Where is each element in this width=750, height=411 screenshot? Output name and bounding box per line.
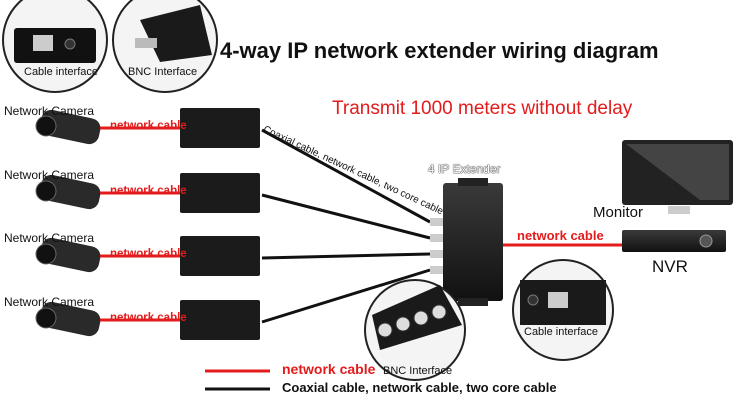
legend-network-cable: network cable bbox=[282, 361, 376, 377]
page-title: 4-way IP network extender wiring diagram bbox=[220, 38, 659, 63]
camera-lens bbox=[35, 307, 57, 329]
coax-cable bbox=[261, 128, 431, 224]
network-cable-label: network cable bbox=[110, 248, 187, 260]
camera-lens bbox=[35, 180, 57, 202]
extender-label: 4 IP Extender bbox=[428, 162, 501, 176]
monitor-icon bbox=[622, 140, 733, 214]
bnc-interface-inset-bottom bbox=[364, 279, 466, 381]
camera-label: Network Camera bbox=[4, 231, 95, 245]
camera-label: Network Camera bbox=[4, 168, 95, 182]
network-cable-label: network cable bbox=[110, 120, 187, 132]
network-cable-label: network cable bbox=[110, 185, 187, 197]
monitor-label: Monitor bbox=[593, 204, 644, 221]
camera-icon bbox=[40, 109, 101, 145]
cable-interface-label-bottom: Cable interface bbox=[524, 326, 598, 338]
coax-cable bbox=[261, 268, 431, 324]
legend-coax-cable: Coaxial cable, network cable, two core c… bbox=[282, 380, 557, 395]
camera-lens bbox=[35, 115, 57, 137]
bnc-interface-label-top: BNC Interface bbox=[128, 66, 198, 78]
camera-icon bbox=[40, 237, 101, 273]
camera-icon bbox=[40, 174, 101, 210]
cable-interface-label-top: Cable interface bbox=[24, 66, 98, 78]
cable-interface-inset-bottom bbox=[512, 259, 614, 361]
extender-network-cable-label: network cable bbox=[517, 228, 604, 243]
nvr-icon bbox=[622, 230, 726, 252]
network-cable-label: network cable bbox=[110, 312, 187, 324]
bnc-interface-inset-top bbox=[112, 0, 218, 93]
nvr-label: NVR bbox=[652, 257, 688, 276]
camera-lens bbox=[35, 243, 57, 265]
cable-interface-inset-top bbox=[2, 0, 108, 93]
camera-rows bbox=[35, 108, 431, 340]
ip-extender-unit bbox=[180, 236, 260, 276]
camera-label: Network Camera bbox=[4, 295, 95, 309]
4-ip-extender-device bbox=[430, 178, 503, 306]
ip-extender-unit bbox=[180, 108, 260, 148]
ip-extender-unit bbox=[180, 300, 260, 340]
coax-cable bbox=[261, 193, 431, 240]
camera-label: Network Camera bbox=[4, 104, 95, 118]
bnc-interface-label-bottom: BNC Interface bbox=[383, 365, 453, 377]
coax-cable bbox=[261, 252, 431, 260]
subtitle: Transmit 1000 meters without delay bbox=[332, 98, 633, 119]
camera-icon bbox=[40, 301, 101, 337]
ip-extender-unit bbox=[180, 173, 260, 213]
